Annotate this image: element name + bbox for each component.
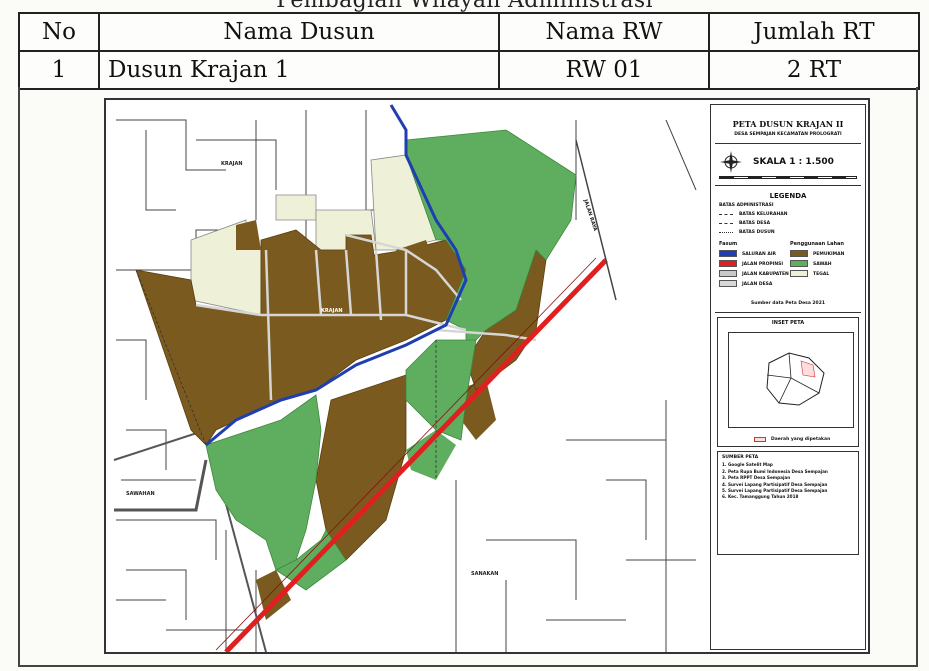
header-no: No bbox=[18, 12, 100, 52]
legend-saluran-air: SALURAN AIR bbox=[719, 250, 790, 257]
legend-jalan-propinsi: JALAN PROPINSI bbox=[719, 260, 790, 267]
street-network bbox=[116, 110, 697, 652]
map-scale: SKALA 1 : 1.500 bbox=[753, 157, 834, 167]
inset-legend: Daerah yang dipetakan bbox=[754, 437, 830, 442]
place-label: KRAJAN bbox=[321, 308, 343, 314]
features-title: Fasum bbox=[719, 241, 738, 247]
table-row: 1 Dusun Krajan 1 RW 01 2 RT bbox=[18, 50, 920, 90]
landuse-sawah-south bbox=[205, 394, 322, 571]
map-sources: SUMBER PETA 1. Google Satelit Map 2. Pet… bbox=[717, 451, 859, 555]
map-subtitle: DESA SEMPAJAN KECAMATAN PROLOGRATI bbox=[734, 132, 842, 137]
map-canvas: KRAJAN KRAJAN SAWAHAN SANAKAN JALAN RAYA bbox=[106, 100, 706, 652]
table-header-row: No Nama Dusun Nama RW Jumlah RT bbox=[18, 12, 920, 52]
legend-pemukiman: PEMUKIMAN bbox=[790, 250, 861, 257]
legend-boundary-dusun: BATAS DUSUN bbox=[711, 230, 865, 235]
legend-boundary-desa: BATAS DESA bbox=[711, 221, 865, 226]
cell-nama-rw: RW 01 bbox=[498, 50, 710, 90]
cell-no: 1 bbox=[18, 50, 100, 90]
document-title: Pembagian Wilayah Administrasi bbox=[276, 0, 653, 13]
inset-title: INSET PETA bbox=[771, 320, 805, 326]
legend-jalan-kabupaten: JALAN KABUPATEN bbox=[719, 270, 790, 277]
inset-map-drawing bbox=[766, 352, 825, 406]
place-label: KRAJAN bbox=[221, 161, 243, 167]
map-container: KRAJAN KRAJAN SAWAHAN SANAKAN JALAN RAYA… bbox=[18, 87, 918, 667]
legend-jalan-desa: JALAN DESA bbox=[719, 280, 790, 287]
header-nama-dusun: Nama Dusun bbox=[98, 12, 500, 52]
header-jumlah-rt: Jumlah RT bbox=[708, 12, 920, 52]
map-title: PETA DUSUN KRAJAN II bbox=[732, 119, 844, 129]
village-roads bbox=[195, 233, 537, 401]
map-frame: KRAJAN KRAJAN SAWAHAN SANAKAN JALAN RAYA… bbox=[104, 98, 870, 654]
legend-title: LEGENDA bbox=[769, 192, 807, 200]
inset-map: INSET PETA Daerah yang dipetakan bbox=[717, 317, 859, 447]
header-nama-rw: Nama RW bbox=[498, 12, 710, 52]
scale-bar bbox=[719, 176, 857, 179]
cell-nama-dusun: Dusun Krajan 1 bbox=[98, 50, 500, 90]
place-label: SANAKAN bbox=[471, 571, 498, 577]
legend-tegal: TEGAL bbox=[790, 270, 861, 277]
map-legend-panel: PETA DUSUN KRAJAN II DESA SEMPAJAN KECAM… bbox=[710, 104, 866, 650]
river-saluran-air bbox=[205, 104, 468, 447]
road-jalan-propinsi bbox=[224, 258, 608, 652]
legend-boundary-kelurahan: BATAS KELURAHAN bbox=[711, 212, 865, 217]
place-label: SAWAHAN bbox=[126, 491, 155, 497]
cell-jumlah-rt: 2 RT bbox=[708, 50, 920, 90]
compass-icon bbox=[720, 151, 742, 173]
landuse-title: Penggunaan Lahan bbox=[790, 241, 844, 247]
source-note: Sumber data Peta Desa 2021 bbox=[751, 301, 825, 306]
admin-boundary-title: BATAS ADMINISTRASI bbox=[719, 203, 774, 208]
legend-sawah: SAWAH bbox=[790, 260, 861, 267]
admin-table: No Nama Dusun Nama RW Jumlah RT 1 Dusun … bbox=[18, 12, 920, 90]
